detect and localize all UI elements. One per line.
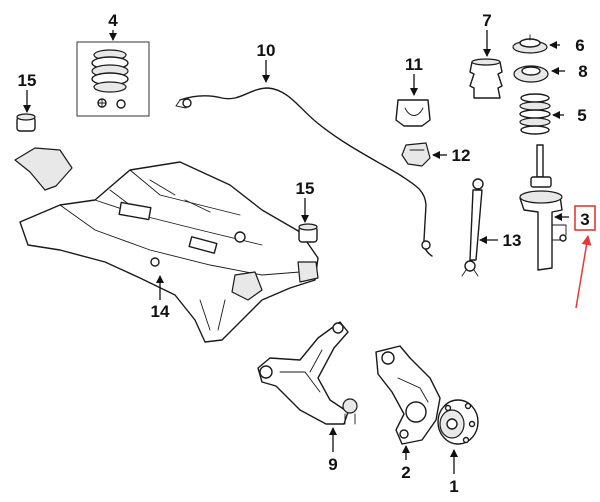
callout-3: 3 [580, 210, 589, 229]
callout-2: 2 [401, 463, 410, 482]
part-13-stabilizer-link[interactable] [461, 178, 484, 277]
part-9-control-arm[interactable] [257, 321, 358, 425]
part-8-bearing[interactable] [513, 65, 549, 83]
red-pointer-arrow [575, 235, 592, 309]
part-14-subframe[interactable] [14, 147, 319, 343]
callout-10: 10 [257, 41, 276, 60]
callout-1: 1 [449, 477, 458, 496]
part-5-spring-seat[interactable] [519, 93, 551, 135]
part-7-bump-stop[interactable] [469, 58, 503, 99]
part-6-strut-mount[interactable] [512, 34, 548, 54]
part-10-stabilizer-bar[interactable] [175, 87, 433, 257]
leader-lines [23, 30, 569, 474]
callout-11: 11 [405, 55, 423, 74]
highlighted-callout-3[interactable]: 3 [574, 205, 596, 231]
callout-8: 8 [578, 62, 587, 81]
part-12-bushing[interactable] [401, 142, 431, 167]
part-1-wheel-hub[interactable] [437, 399, 479, 445]
callout-15-middle: 15 [296, 179, 315, 198]
callout-12: 12 [452, 146, 471, 165]
kit-frame [76, 41, 150, 117]
callout-15-left: 15 [18, 71, 37, 90]
part-4-spring-kit[interactable] [76, 41, 150, 117]
callout-7: 7 [482, 11, 491, 30]
callout-5: 5 [577, 106, 586, 125]
part-3-strut[interactable] [519, 144, 567, 271]
highlight-box [574, 205, 596, 231]
part-15-bushing-middle[interactable] [298, 223, 318, 243]
part-15-bushing-left[interactable] [16, 113, 36, 132]
callout-14: 14 [151, 302, 170, 321]
callout-4: 4 [108, 11, 118, 30]
callout-13: 13 [503, 231, 522, 250]
callout-9: 9 [328, 455, 337, 474]
part-11-stabilizer-bushing[interactable] [395, 99, 431, 127]
coil-spring-drawing [91, 49, 129, 109]
part-2-steering-knuckle[interactable] [375, 345, 441, 445]
callout-6: 6 [575, 36, 584, 55]
callout-labels: 4 15 10 11 7 6 8 5 12 15 13 14 9 2 1 [18, 11, 588, 496]
